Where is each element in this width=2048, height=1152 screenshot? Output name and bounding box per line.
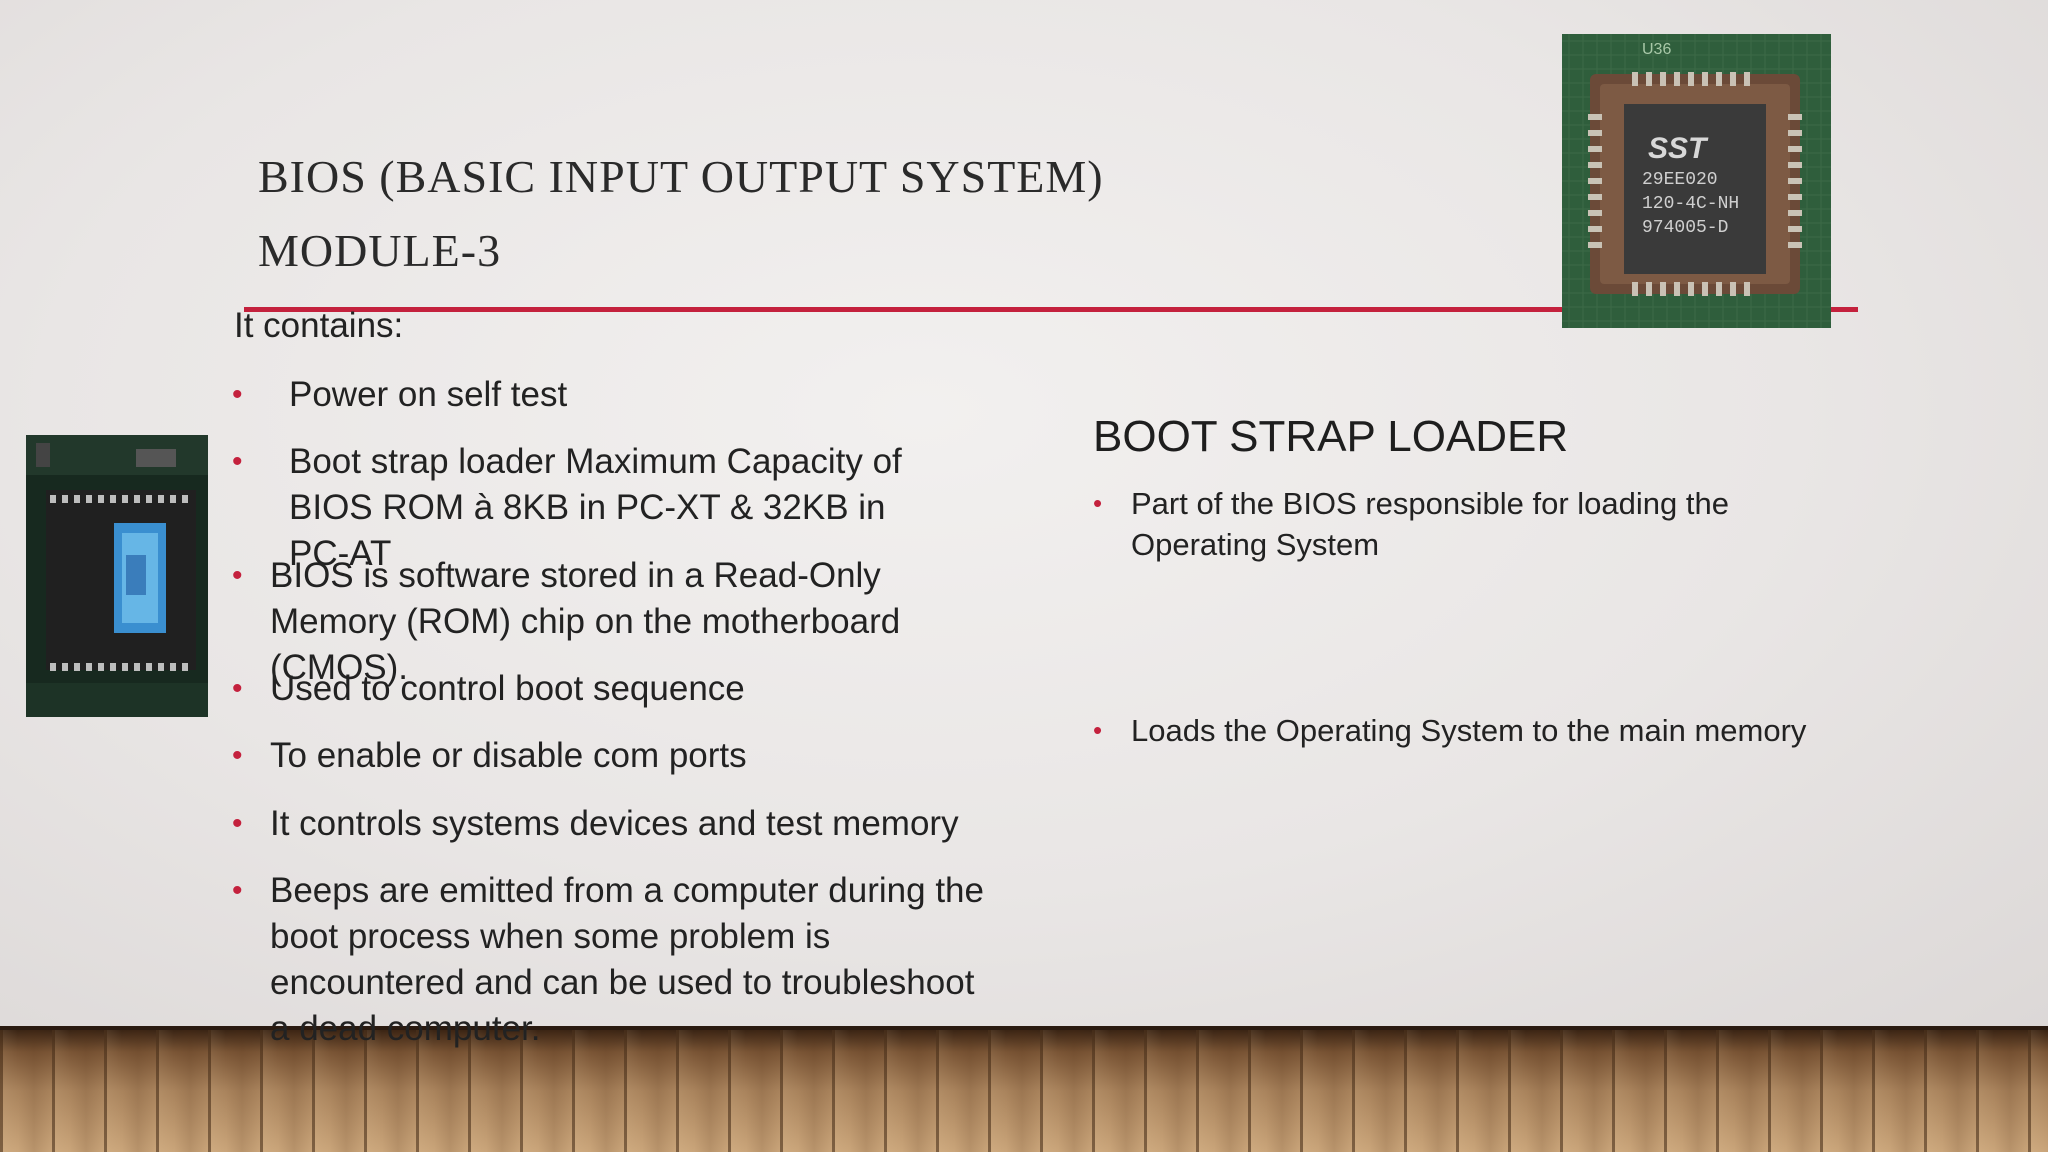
section-heading: BOOT STRAP LOADER	[1093, 412, 1569, 461]
bullet-icon: •	[232, 445, 243, 478]
slide-title: BIOS (BASIC INPUT OUTPUT SYSTEM) MODULE-…	[258, 140, 1104, 288]
floor-edge	[0, 1026, 2048, 1032]
list-item: • Power on self test	[232, 372, 992, 418]
wood-floor	[0, 1030, 2048, 1152]
title-line-1: BIOS (BASIC INPUT OUTPUT SYSTEM)	[258, 151, 1104, 202]
list-item-text: Boot strap loader Maximum Capacity of BI…	[289, 442, 902, 573]
bullet-icon: •	[232, 672, 243, 705]
bullet-icon: •	[232, 559, 243, 592]
list-item-text: Used to control boot sequence	[270, 669, 745, 708]
bios-chip-image-left	[26, 435, 208, 717]
list-item-text: BIOS is software stored in a Read-Only M…	[270, 556, 901, 687]
list-item: • It controls systems devices and test m…	[232, 801, 992, 847]
chip-line-2: 120-4C-NH	[1642, 194, 1739, 214]
bios-chip-image-top: U36 SST 29EE020 120-4C-NH 974005-D	[1562, 34, 1831, 328]
list-item-text: Part of the BIOS responsible for loading…	[1131, 486, 1729, 562]
list-item-text: Loads the Operating System to the main m…	[1131, 713, 1807, 748]
chip-brand: SST	[1648, 132, 1709, 165]
list-item-text: Beeps are emitted from a computer during…	[270, 871, 984, 1048]
title-underline	[244, 307, 1858, 312]
bullet-icon: •	[232, 378, 243, 411]
chip-line-3: 974005-D	[1642, 218, 1728, 238]
list-item: • To enable or disable com ports	[232, 733, 992, 779]
list-item: • BIOS is software stored in a Read-Only…	[232, 553, 962, 691]
list-item: • Loads the Operating System to the main…	[1093, 710, 1833, 751]
list-item-text: Power on self test	[289, 375, 568, 414]
list-item: • Beeps are emitted from a computer duri…	[232, 868, 992, 1052]
title-line-2: MODULE-3	[258, 225, 502, 276]
intro-text: It contains:	[234, 306, 404, 345]
bullet-icon: •	[232, 739, 243, 772]
bullet-icon: •	[1093, 488, 1103, 518]
list-item: • Used to control boot sequence	[232, 666, 992, 712]
bullet-icon: •	[1093, 715, 1103, 745]
list-item-text: To enable or disable com ports	[270, 736, 747, 775]
chip-line-1: 29EE020	[1642, 170, 1718, 190]
bullet-icon: •	[232, 874, 243, 907]
list-item-text: It controls systems devices and test mem…	[270, 804, 959, 843]
list-item: • Boot strap loader Maximum Capacity of …	[232, 439, 952, 577]
bullet-icon: •	[232, 807, 243, 840]
list-item: • Part of the BIOS responsible for loadi…	[1093, 483, 1833, 565]
chip-u-label: U36	[1642, 41, 1671, 58]
